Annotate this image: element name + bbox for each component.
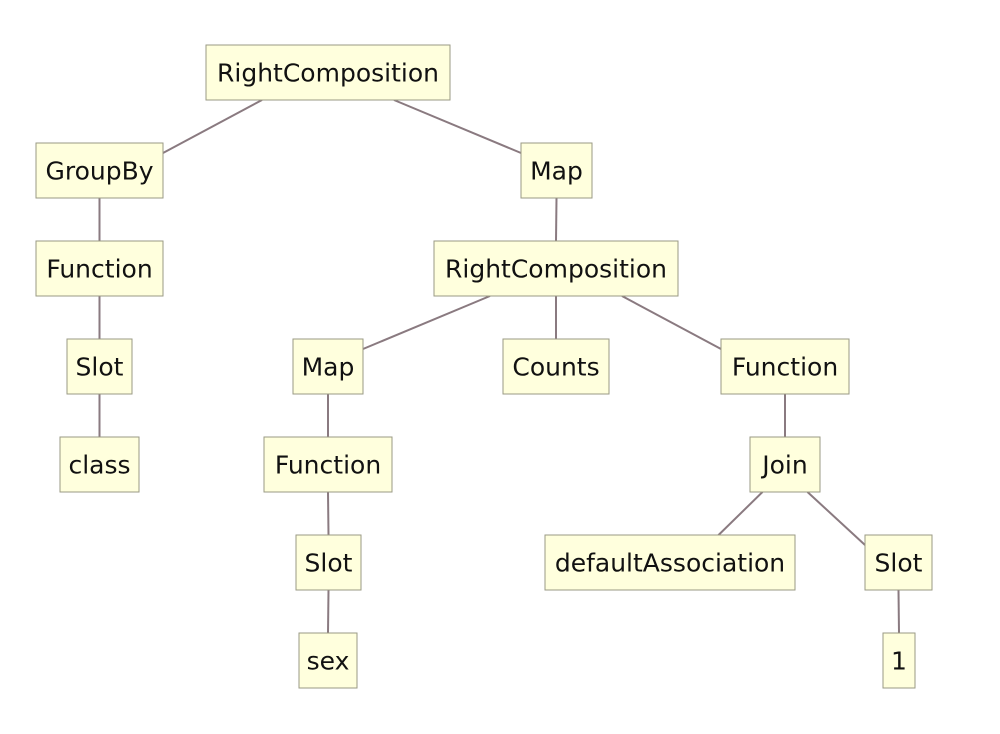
tree-node: GroupBy xyxy=(35,142,164,199)
node-label: class xyxy=(68,451,130,480)
node-box xyxy=(263,436,393,493)
tree-edge xyxy=(162,99,263,154)
node-label: Map xyxy=(530,157,583,186)
tree-node: defaultAssociation xyxy=(544,534,796,591)
tree-edge xyxy=(621,295,722,350)
tree-node: sex xyxy=(298,632,358,689)
tree-node: Slot xyxy=(864,534,933,591)
node-box xyxy=(720,338,850,395)
node-box xyxy=(520,142,593,199)
node-label: Join xyxy=(760,451,807,480)
node-label: RightComposition xyxy=(445,255,667,284)
node-box xyxy=(882,632,916,689)
tree-node: Function xyxy=(35,240,164,297)
node-label: 1 xyxy=(891,647,907,676)
tree-node: Join xyxy=(749,436,821,493)
node-box xyxy=(35,142,164,199)
node-box xyxy=(35,240,164,297)
node-label: defaultAssociation xyxy=(555,549,785,578)
node-label: Slot xyxy=(76,353,124,382)
tree-node: Function xyxy=(720,338,850,395)
tree-node: 1 xyxy=(882,632,916,689)
tree-edge xyxy=(555,197,558,242)
tree-nodes: RightCompositionGroupByFunctionSlotclass… xyxy=(35,44,933,689)
node-label: Function xyxy=(275,451,381,480)
tree-edge xyxy=(327,589,330,634)
tree-edge xyxy=(806,491,866,546)
tree-node: Map xyxy=(520,142,593,199)
node-label: Function xyxy=(732,353,838,382)
node-box xyxy=(749,436,821,493)
node-box xyxy=(59,436,140,493)
tree-node: Map xyxy=(292,338,364,395)
node-box xyxy=(292,338,364,395)
node-label: Function xyxy=(46,255,152,284)
node-label: sex xyxy=(307,647,350,676)
tree-node: RightComposition xyxy=(433,240,679,297)
node-label: Slot xyxy=(875,549,923,578)
node-box xyxy=(205,44,451,101)
node-label: RightComposition xyxy=(217,59,439,88)
node-box xyxy=(66,338,133,395)
node-box xyxy=(502,338,610,395)
node-label: Counts xyxy=(512,353,599,382)
tree-edge xyxy=(362,295,491,350)
node-label: Slot xyxy=(305,549,353,578)
node-box xyxy=(864,534,933,591)
tree-node: class xyxy=(59,436,140,493)
node-box xyxy=(298,632,358,689)
tree-node: Slot xyxy=(66,338,133,395)
node-label: Map xyxy=(302,353,355,382)
tree-edge xyxy=(393,99,522,154)
node-box xyxy=(433,240,679,297)
tree-edge xyxy=(897,589,900,634)
node-box xyxy=(544,534,796,591)
node-box xyxy=(295,534,362,591)
node-label: GroupBy xyxy=(45,157,153,186)
tree-node: Slot xyxy=(295,534,362,591)
tree-edge xyxy=(327,491,330,536)
tree-node: Counts xyxy=(502,338,610,395)
tree-node: Function xyxy=(263,436,393,493)
tree-node: RightComposition xyxy=(205,44,451,101)
